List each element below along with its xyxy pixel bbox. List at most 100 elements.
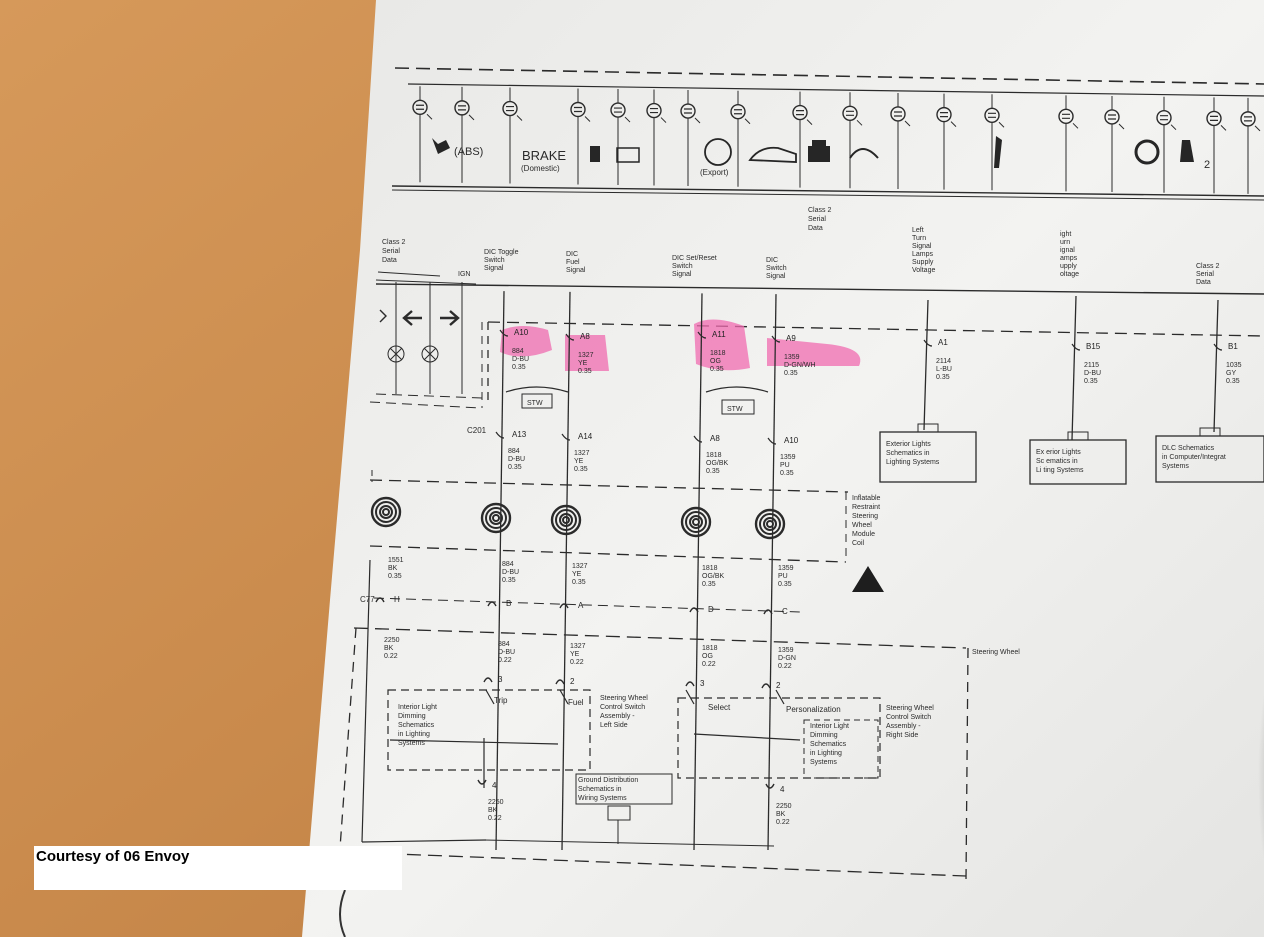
pin-id: H [394, 595, 400, 604]
svg-text:Module: Module [852, 531, 875, 538]
svg-text:Serial: Serial [808, 216, 826, 223]
tire-icon-2: 2 [1204, 159, 1210, 171]
class2-bottom-label: Class 2 Serial Data [808, 207, 831, 232]
battery-icon [616, 147, 640, 163]
circuit-number: 2250 [776, 803, 792, 810]
wire-color: D-BU [498, 649, 515, 656]
pin-marker [565, 333, 575, 341]
signal-label-line: Voltage [912, 267, 935, 274]
interior-dimming-right: Interior Light Dimming Schematics in Lig… [810, 723, 849, 766]
svg-text:Control Switch: Control Switch [600, 704, 645, 711]
cluster-bulbs [412, 86, 1261, 194]
pin-marker [923, 339, 933, 347]
coil-label: Inflatable Restraint Steering Wheel Modu… [852, 495, 881, 547]
pin-callout: 3 [685, 679, 705, 688]
svg-text:STW: STW [727, 406, 743, 413]
signal-wire [561, 291, 571, 851]
pin-id: 3 [700, 679, 705, 688]
svg-text:Schematics: Schematics [398, 722, 435, 729]
pin-id: A13 [512, 430, 527, 439]
wire-color: BK [488, 807, 498, 814]
pin-marker [1071, 343, 1081, 351]
cluster-icons: (ABS) BRAKE (Domestic) (Export) 2 [432, 136, 1210, 177]
reference-text: Ex erior Lights [1036, 449, 1081, 456]
clockspring-coil-icon [754, 508, 786, 540]
signal-label-line: DIC Set/Reset [672, 255, 717, 262]
airbag-icon [432, 138, 450, 154]
circuit-number: 2114 [936, 358, 951, 365]
vehicle-icon [748, 146, 797, 163]
bulb-icon [570, 101, 591, 122]
signal-label-line: DIC [766, 257, 778, 264]
svg-text:Serial: Serial [382, 248, 400, 255]
wire-color: D-GN/WH [784, 362, 816, 369]
circuit-number: 1818 [702, 645, 718, 652]
signal-label-line: Left [912, 227, 924, 234]
assembly-left-label: Steering Wheel Control Switch Assembly -… [600, 695, 648, 729]
switch-assembly-left [387, 689, 881, 788]
svg-text:Dimming: Dimming [398, 713, 426, 720]
wire-color: BK [776, 811, 786, 818]
signal-label-line: ignal [1060, 247, 1075, 254]
pin-id: D [708, 605, 714, 614]
pin-callout: B [487, 599, 511, 608]
wire-gauge: 0.35 [702, 581, 716, 588]
pin-id: B [506, 599, 511, 608]
reference-text: Schematics in [886, 450, 930, 457]
wire-gauge: 0.35 [508, 464, 522, 471]
gauge-icon [849, 148, 879, 159]
svg-text:Schematics: Schematics [810, 741, 847, 748]
svg-text:Coil: Coil [852, 540, 865, 547]
svg-text:Control Switch: Control Switch [886, 714, 931, 721]
wire-gauge: 0.35 [1226, 378, 1240, 385]
wire-gauge: 0.22 [488, 815, 502, 822]
pin-id: A10 [514, 328, 529, 337]
left-ground-wire [361, 559, 371, 843]
circuit-number: 884 [512, 348, 524, 355]
circuit-number: 1327 [572, 563, 588, 570]
stw-brackets: STW STW [505, 386, 769, 415]
signal-label-line: Switch [672, 263, 693, 270]
wire-color: PU [780, 462, 790, 469]
pin-id: A11 [712, 330, 726, 339]
pin-id: A8 [710, 434, 720, 443]
pin-callout: A [559, 601, 584, 610]
circuit-number: 884 [508, 448, 520, 455]
pin-callout: D [689, 605, 714, 614]
signal-wire [693, 293, 703, 851]
reference-text: Exterior Lights [886, 441, 931, 448]
chevron-right-icon [379, 309, 387, 323]
wire-color: OG/BK [706, 460, 729, 467]
signal-label-line: oltage [1060, 271, 1079, 278]
circuit-number: 1359 [778, 647, 794, 654]
wire-gauge: 0.22 [702, 661, 716, 668]
clockspring-module [369, 470, 849, 563]
wire-gauge: 0.35 [502, 577, 516, 584]
pin-id: B15 [1086, 342, 1101, 351]
circuit-number: 884 [502, 561, 514, 568]
left-arrow-icon [402, 310, 422, 326]
reference-text: DLC Schematics [1162, 445, 1215, 452]
right-arrow-icon [440, 310, 460, 326]
wire-gauge: 0.35 [1084, 378, 1098, 385]
wire-color: D-GN [778, 655, 796, 662]
right-turn-bulb-icon [421, 345, 439, 363]
wire-gauge: 0.22 [570, 659, 584, 666]
circuit-number: 1359 [784, 354, 800, 361]
wire-gauge: 0.35 [512, 364, 526, 371]
wire-color: OG [702, 653, 713, 660]
circuit-number: 1818 [706, 452, 722, 459]
export-label: (Export) [700, 168, 729, 177]
signal-label-line: DIC [566, 251, 578, 258]
